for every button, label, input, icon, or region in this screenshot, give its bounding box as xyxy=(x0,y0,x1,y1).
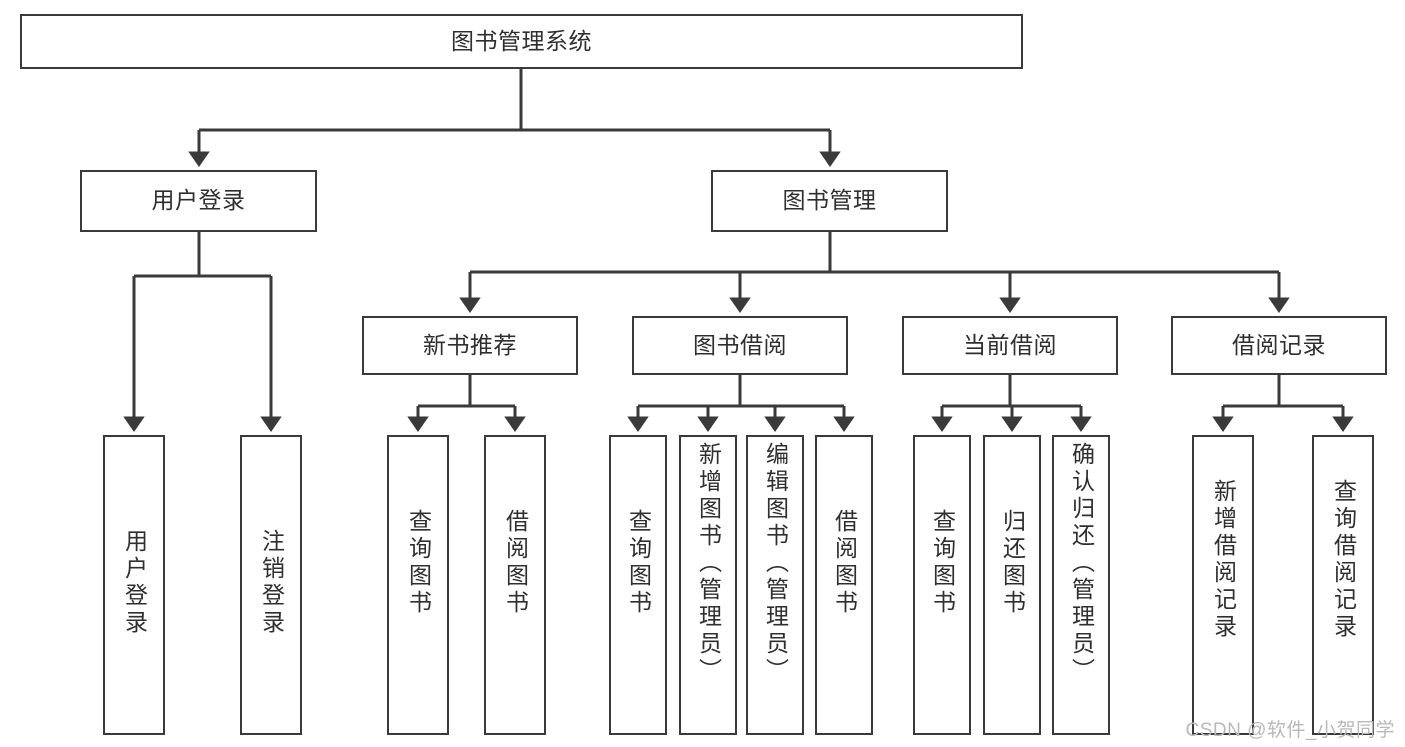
node-root-label: 图书管理系统 xyxy=(451,27,592,54)
node-leaf-user-login[interactable]: 用户登录 xyxy=(103,435,165,735)
node-leaf-logout[interactable]: 注销登录 xyxy=(240,435,302,735)
node-leaf-query-book-1[interactable]: 查询图书 xyxy=(387,435,449,735)
node-new-book-recommend[interactable]: 新书推荐 xyxy=(362,316,578,375)
node-leaf-query-book-3-label: 查询图书 xyxy=(929,509,956,617)
node-leaf-borrow-book-1-label: 借阅图书 xyxy=(502,509,529,617)
node-book-manage[interactable]: 图书管理 xyxy=(711,170,948,232)
node-borrow-record[interactable]: 借阅记录 xyxy=(1171,316,1387,375)
node-leaf-add-record[interactable]: 新增借阅记录 xyxy=(1192,435,1254,735)
node-leaf-return-book-label: 归还图书 xyxy=(999,509,1026,617)
node-leaf-return-book[interactable]: 归还图书 xyxy=(983,435,1041,735)
node-current-borrow-label: 当前借阅 xyxy=(963,331,1057,358)
node-leaf-query-book-2[interactable]: 查询图书 xyxy=(609,435,667,735)
node-leaf-add-book-label: 新增图书（管理员） xyxy=(695,442,722,685)
node-leaf-query-book-3[interactable]: 查询图书 xyxy=(913,435,971,735)
node-leaf-logout-label: 注销登录 xyxy=(258,529,285,637)
node-leaf-add-record-label: 新增借阅记录 xyxy=(1210,479,1237,641)
node-root[interactable]: 图书管理系统 xyxy=(20,14,1023,69)
node-book-borrow[interactable]: 图书借阅 xyxy=(632,316,848,375)
node-leaf-borrow-book-2[interactable]: 借阅图书 xyxy=(815,435,873,735)
node-borrow-record-label: 借阅记录 xyxy=(1232,331,1326,358)
node-leaf-edit-book[interactable]: 编辑图书（管理员） xyxy=(746,435,804,735)
node-new-book-recommend-label: 新书推荐 xyxy=(423,331,517,358)
node-leaf-query-book-1-label: 查询图书 xyxy=(405,509,432,617)
node-leaf-add-book[interactable]: 新增图书（管理员） xyxy=(679,435,737,735)
node-book-borrow-label: 图书借阅 xyxy=(693,331,787,358)
node-leaf-edit-book-label: 编辑图书（管理员） xyxy=(762,442,789,685)
node-leaf-borrow-book-1[interactable]: 借阅图书 xyxy=(484,435,546,735)
node-leaf-query-book-2-label: 查询图书 xyxy=(625,509,652,617)
node-leaf-confirm-return[interactable]: 确认归还（管理员） xyxy=(1052,435,1110,735)
node-current-borrow[interactable]: 当前借阅 xyxy=(902,316,1118,375)
node-leaf-confirm-return-label: 确认归还（管理员） xyxy=(1068,442,1095,685)
node-user-login[interactable]: 用户登录 xyxy=(80,170,317,232)
node-leaf-user-login-label: 用户登录 xyxy=(121,529,148,637)
node-leaf-query-record[interactable]: 查询借阅记录 xyxy=(1312,435,1374,735)
node-user-login-label: 用户登录 xyxy=(151,187,246,214)
node-leaf-borrow-book-2-label: 借阅图书 xyxy=(831,509,858,617)
node-book-manage-label: 图书管理 xyxy=(782,187,877,214)
node-leaf-query-record-label: 查询借阅记录 xyxy=(1330,479,1357,641)
